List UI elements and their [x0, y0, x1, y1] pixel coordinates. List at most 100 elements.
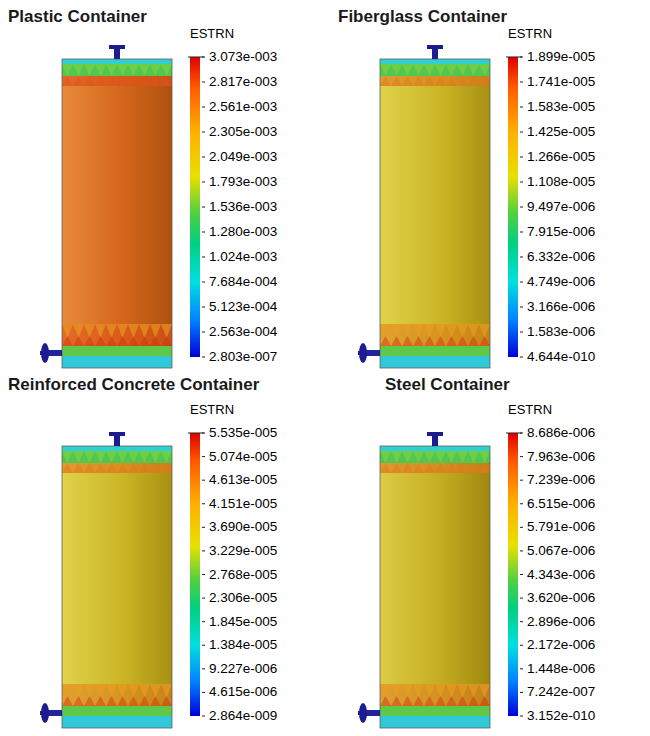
mesh-element [117, 684, 128, 698]
bottom-band [380, 324, 490, 346]
mesh-element [128, 463, 139, 473]
scale-value: 6.332e-006 [527, 250, 595, 264]
colorbar-tick [202, 692, 205, 693]
mesh-element [139, 76, 150, 86]
colorbar-tick [520, 550, 523, 551]
mesh-element [139, 696, 150, 706]
mesh-element [402, 463, 413, 473]
top-band [380, 463, 490, 473]
mesh-element [95, 684, 106, 698]
colorbar-cap [506, 57, 522, 58]
mesh-element [128, 451, 139, 463]
mesh-element [150, 684, 161, 698]
mesh-element [73, 696, 84, 706]
top-band [62, 451, 172, 463]
mesh-element [468, 76, 479, 86]
mesh-element [402, 451, 413, 463]
mesh-element [150, 696, 161, 706]
mesh-element [139, 324, 150, 338]
mesh-element [161, 336, 172, 346]
bottom-band [62, 346, 172, 356]
container-body [380, 59, 490, 368]
mesh-element [73, 64, 84, 76]
mesh-element [413, 696, 424, 706]
mesh-element [117, 451, 128, 463]
colorbar-tick [520, 716, 523, 717]
mesh-element [424, 463, 435, 473]
colorbar-tick [202, 357, 205, 358]
mesh-element [391, 684, 402, 698]
mesh-element [479, 76, 490, 86]
colorbar-tick [520, 57, 523, 58]
scale-value: 3.152e-010 [527, 709, 595, 723]
scale-value: 7.684e-004 [209, 275, 277, 289]
top-band [380, 64, 490, 76]
colorbar-cap [188, 57, 204, 58]
scale-value: 1.280e-003 [209, 225, 277, 239]
panel-title: Plastic Container [8, 8, 147, 25]
mesh-element [106, 76, 117, 86]
mesh-element [161, 463, 172, 473]
scale-value: 1.741e-005 [527, 75, 595, 89]
scale-value: 5.535e-005 [209, 426, 277, 440]
colorbar-tick [202, 621, 205, 622]
mesh-element [128, 696, 139, 706]
container-model [40, 432, 205, 728]
mesh-element [62, 64, 73, 76]
mesh-element [95, 696, 106, 706]
top-band [62, 76, 172, 86]
valve-wheel [41, 703, 49, 723]
tap-symbol [109, 45, 125, 49]
scale-value: 1.793e-003 [209, 175, 277, 189]
mesh-element [84, 463, 95, 473]
colorbar-tick [202, 82, 205, 83]
mesh-element [380, 684, 391, 698]
scale-value: 7.242e-007 [527, 685, 595, 699]
colorbar-tick [202, 232, 205, 233]
mesh-element [435, 76, 446, 86]
mesh-element [413, 76, 424, 86]
scale-value: 6.515e-006 [527, 497, 595, 511]
mesh-element [150, 463, 161, 473]
mesh-element [446, 324, 457, 338]
mesh-element [95, 336, 106, 346]
mesh-element [402, 324, 413, 338]
mesh-element [84, 64, 95, 76]
mesh-element [95, 451, 106, 463]
colorbar-tick [520, 456, 523, 457]
colorbar-tick [520, 107, 523, 108]
mesh-element [95, 463, 106, 473]
mesh-element [435, 696, 446, 706]
colorbar-tick [520, 598, 523, 599]
mesh-element [457, 76, 468, 86]
colorbar-tick [520, 257, 523, 258]
mesh-element [457, 324, 468, 338]
mesh-element [62, 451, 73, 463]
mesh-element [402, 76, 413, 86]
bottom-band [62, 716, 172, 728]
mesh-element [106, 463, 117, 473]
mesh-element [106, 64, 117, 76]
mesh-element [117, 76, 128, 86]
mesh-element [457, 64, 468, 76]
colorbar [190, 433, 200, 716]
scale-value: 2.563e-004 [209, 325, 277, 339]
mesh-element [117, 463, 128, 473]
mesh-element [391, 451, 402, 463]
scale-value: 2.817e-003 [209, 75, 277, 89]
colorbar-cap [506, 433, 522, 434]
bottom-band [62, 684, 172, 706]
bottom-band [62, 706, 172, 716]
valve-wheel [41, 343, 49, 363]
mesh-element [413, 64, 424, 76]
scale-value: 4.749e-006 [527, 275, 595, 289]
mesh-element [84, 76, 95, 86]
colorbar-tick [202, 332, 205, 333]
valve-stem [358, 351, 364, 355]
mesh-element [95, 64, 106, 76]
valve-pipe [366, 350, 380, 356]
scale-value: 3.166e-006 [527, 300, 595, 314]
mesh-element [139, 64, 150, 76]
colorbar [190, 57, 200, 357]
container-outline [62, 59, 172, 368]
